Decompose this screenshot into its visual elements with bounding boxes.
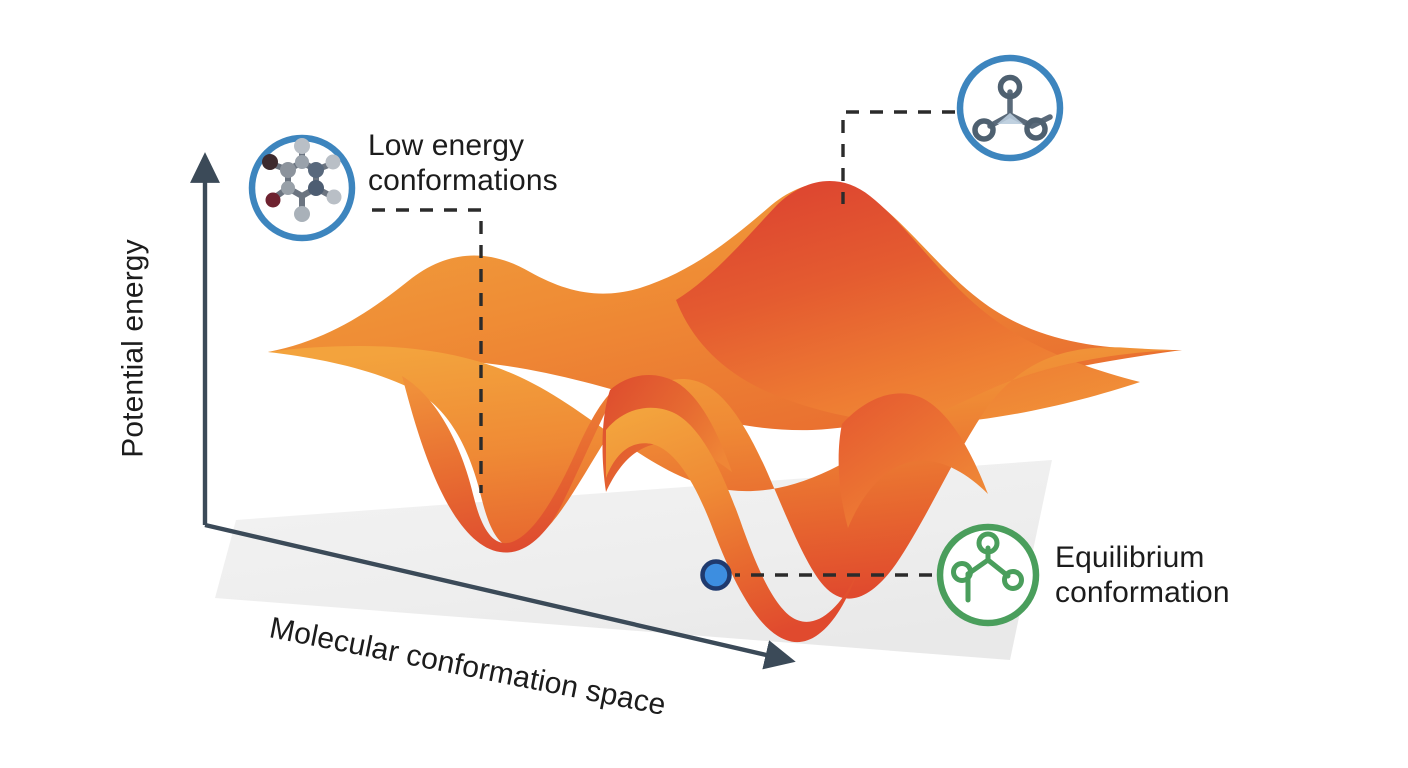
badge-equilibrium[interactable] <box>936 523 1040 627</box>
axis-lines <box>190 152 796 670</box>
surface-front-sheet <box>268 346 1182 599</box>
connector-low-energy <box>372 208 483 493</box>
glycerol-molecule-icon <box>951 531 1024 603</box>
surface-left-valley <box>402 376 620 553</box>
global-minimum-marker[interactable] <box>700 559 732 591</box>
connector-high-energy <box>841 110 955 204</box>
badge-low-energy[interactable] <box>248 134 356 242</box>
annotation-label-equilibrium: Equilibrium conformation <box>1055 541 1230 609</box>
potential-energy-surface <box>268 181 1182 643</box>
benzene-ring-molecule-icon <box>262 138 342 222</box>
y-axis-label: Potential energy <box>116 239 150 458</box>
badge-ring-equilibrium <box>936 523 1040 627</box>
badge-high-energy[interactable] <box>956 54 1064 162</box>
surface-right-fold <box>838 393 988 528</box>
x-axis-line <box>204 522 796 670</box>
annotation-connectors <box>372 110 955 577</box>
annotation-label-low-energy: Low energy conformations <box>368 129 558 197</box>
surface-main-peak <box>676 181 1140 424</box>
surface-central-valley <box>606 407 856 643</box>
trigonal-molecule-icon <box>972 74 1053 142</box>
